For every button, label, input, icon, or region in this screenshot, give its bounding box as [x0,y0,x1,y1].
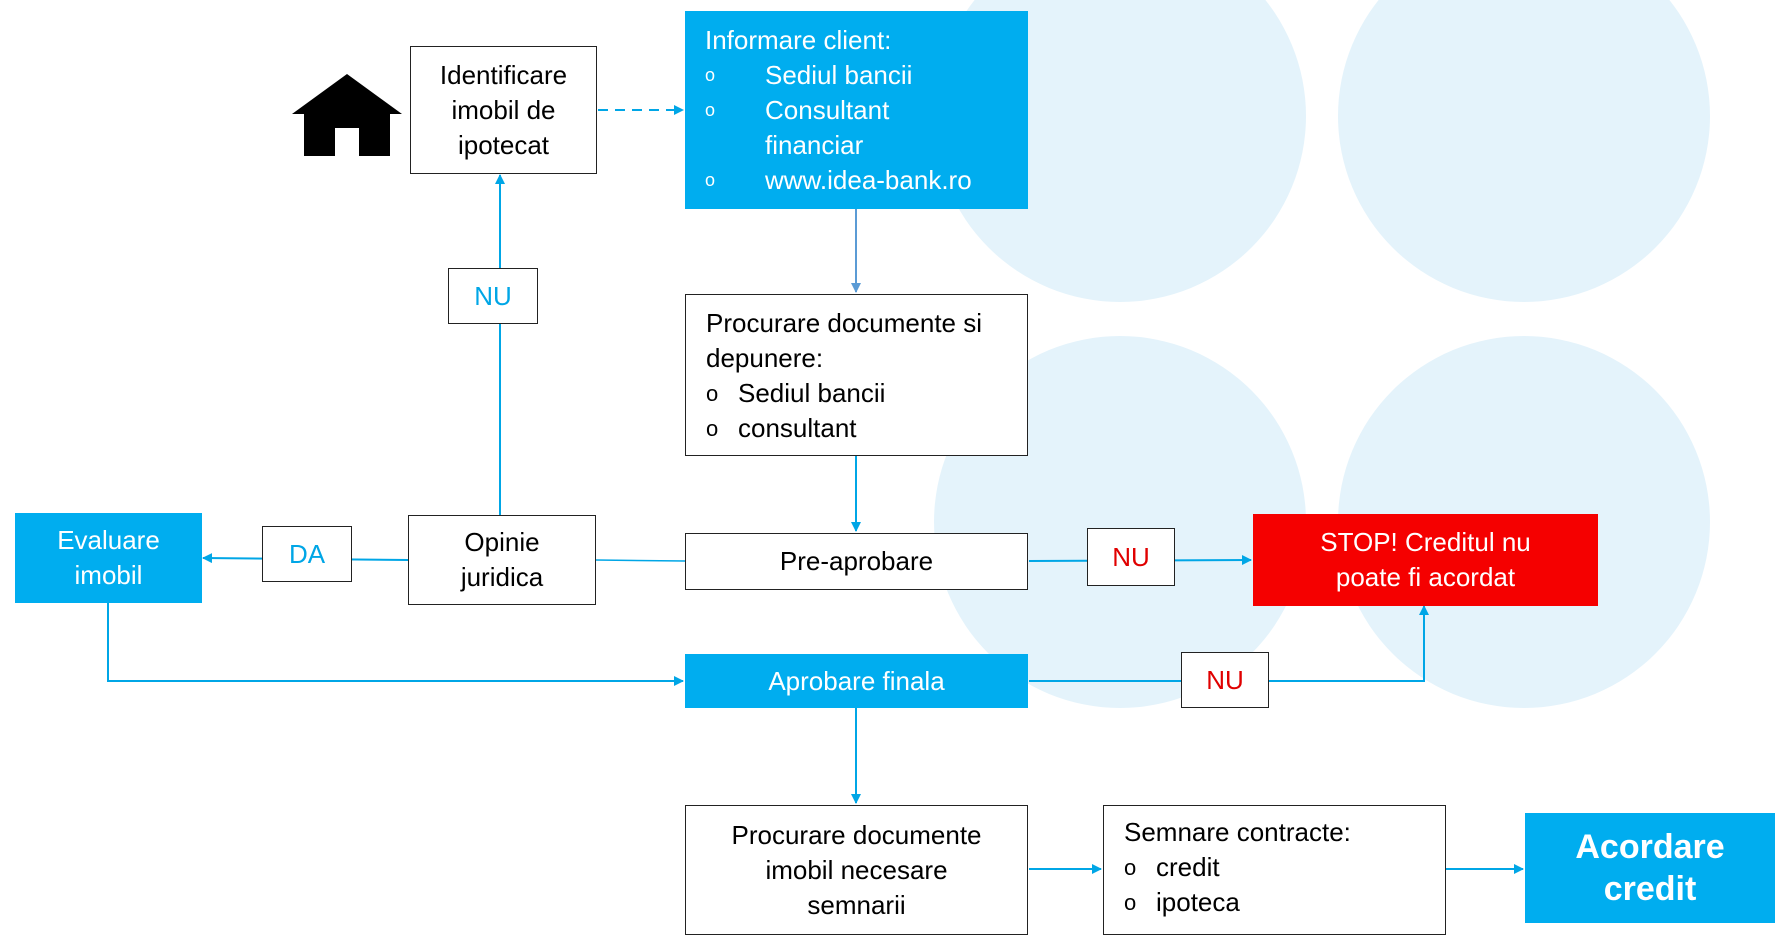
evaluare-text: Evaluare imobil [57,525,160,590]
semnare-item-text: ipoteca [1156,887,1240,917]
stop-text: STOP! Creditul nu poate fi acordat [1320,527,1531,592]
bullet-icon: o [1124,890,1137,915]
arrow-evaluare-aprobare [107,603,684,686]
informare-title: Informare client: [705,25,892,55]
procurare-depunere-title: Procurare documente si depunere: [706,308,983,373]
label-nu-aprobare-text: NU [1206,664,1244,695]
bullet-icon: o [1124,855,1137,880]
line-preaprobare-opinie [595,559,686,562]
bullet-icon: o [706,381,719,406]
acordare-credit-box: Acordare credit [1525,813,1775,923]
acordare-credit-text: Acordare credit [1575,828,1725,908]
label-nu-preaprobare: NU [1087,528,1175,586]
bullet-icon: o [705,65,716,85]
procurare-item-text: consultant [738,413,857,443]
informare-item-3: o www.idea-bank.ro [705,163,1008,198]
bullet-icon: o [705,170,716,190]
aprobare-finala-box: Aprobare finala [685,654,1028,708]
preaprobare-text: Pre-aprobare [779,546,934,576]
informare-item-text: www.idea-bank.ro [765,165,972,195]
identificare-text: Identificare imobil de ipotecat [439,59,568,160]
identificare-box: Identificare imobil de ipotecat [410,46,597,174]
arrow-aprobare-stop [1029,605,1429,682]
label-nu-opinie-text: NU [474,280,512,311]
procurare-depunere-box: Procurare documente si depunere: o Sediu… [685,294,1028,456]
procurare-item-2: o consultant [706,411,1007,446]
label-da-text: DA [288,538,326,569]
label-nu-aprobare: NU [1181,652,1269,708]
preaprobare-box: Pre-aprobare [685,533,1028,590]
semnare-box: Semnare contracte: o credit o ipoteca [1103,805,1446,935]
semnare-item-1: o credit [1124,850,1425,885]
bg-circle-2 [1338,0,1710,302]
opinie-text: Opinie juridica [460,527,544,592]
procurare-item-1: o Sediul bancii [706,376,1007,411]
aprobare-finala-text: Aprobare finala [768,665,945,696]
bullet-icon: o [706,416,719,441]
bullet-icon: o [705,100,716,120]
opinie-box: Opinie juridica [408,515,596,605]
evaluare-box: Evaluare imobil [15,513,202,603]
label-da: DA [262,526,352,582]
semnare-title: Semnare contracte: [1124,817,1351,847]
procurare-imobil-box: Procurare documente imobil necesare semn… [685,805,1028,935]
semnare-item-2: o ipoteca [1124,885,1425,920]
semnare-item-text: credit [1156,852,1220,882]
stop-box: STOP! Creditul nu poate fi acordat [1253,514,1598,606]
label-nu-opinie: NU [448,268,538,324]
informare-item-1: o Sediul bancii [705,58,1008,93]
label-nu-preaprobare-text: NU [1112,541,1150,572]
informare-box: Informare client: o Sediul bancii o Cons… [685,11,1028,209]
procurare-imobil-text: Procurare documente imobil necesare semn… [731,819,982,920]
informare-item-text: Consultant financiar [765,95,890,160]
informare-item-text: Sediul bancii [765,60,913,90]
procurare-item-text: Sediul bancii [738,378,886,408]
house-icon [292,74,402,156]
informare-item-2: o Consultant financiar [705,93,1008,163]
